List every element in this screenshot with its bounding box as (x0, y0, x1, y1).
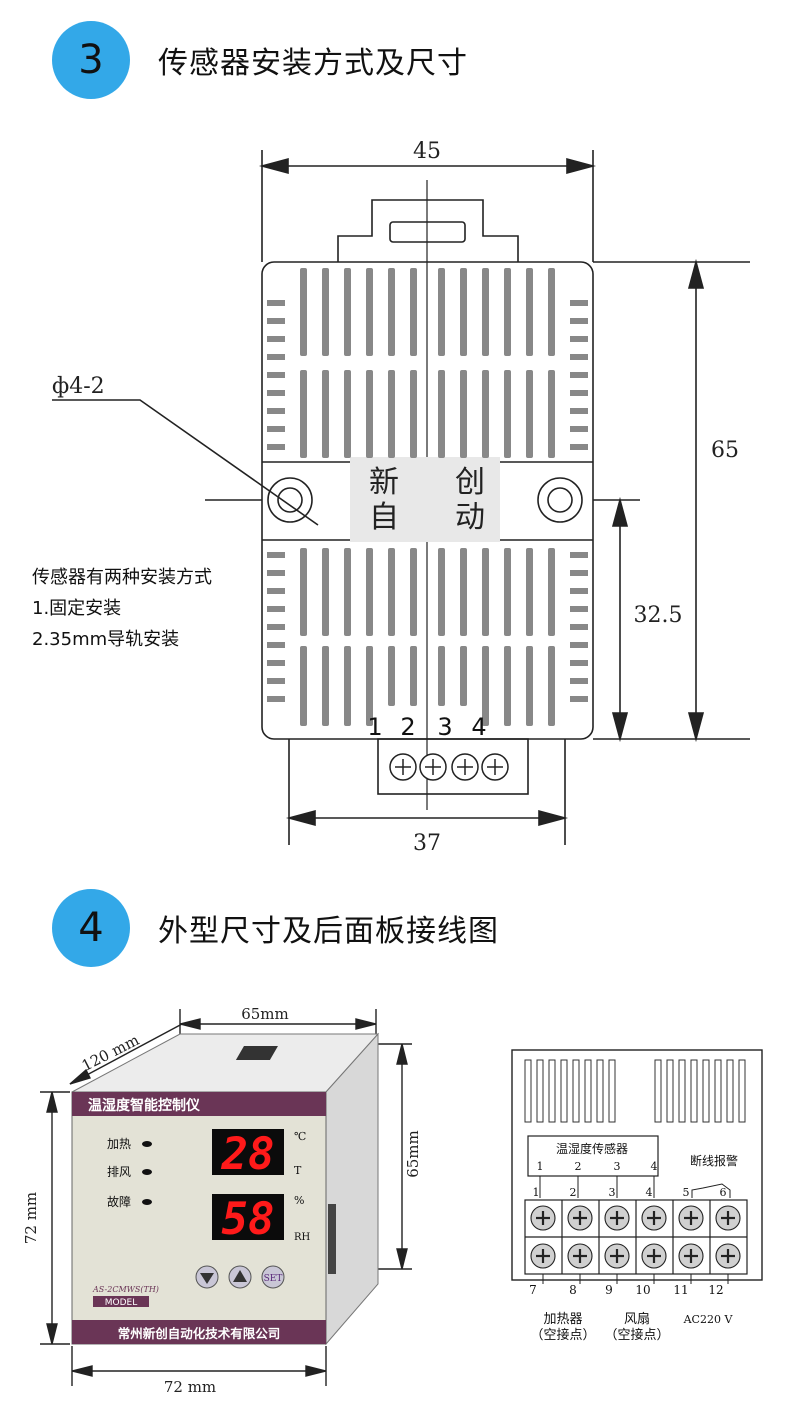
set-button-label: SET (264, 1274, 283, 1284)
note-line: 1.固定安装 (32, 598, 122, 619)
sensor-num: 2 (575, 1160, 582, 1173)
side-ribs (267, 300, 588, 702)
dim-hole: ф4-2 (52, 374, 105, 399)
sensor-num: 4 (651, 1160, 658, 1173)
rear-panel-diagram: 温湿度传感器 1 2 3 4 断线报警 1 2 3 4 5 6 (511, 1049, 763, 1343)
section-3-header: 3 传感器安装方式及尺寸 (52, 20, 468, 100)
bottom-terminal-num: 11 (673, 1283, 688, 1297)
sensor-diagram: 45 65 32.5 37 ф4-2 新 创 自 动 1 2 3 4 (52, 139, 750, 856)
led-fault-label: 故障 (107, 1194, 131, 1209)
dim-height: 65 (711, 438, 739, 463)
dim-left: 72 mm (22, 1192, 40, 1244)
sensor-num: 1 (537, 1160, 544, 1173)
heater-sub-label: （空接点） (530, 1327, 595, 1343)
sensor-box-label: 温湿度传感器 (556, 1141, 628, 1156)
vent-slots-top (300, 268, 555, 458)
model-tag (93, 1296, 149, 1307)
terminal-screws (389, 753, 509, 781)
dim-top: 65mm (241, 1005, 289, 1023)
front-panel-diagram: 温湿度智能控制仪 常州新创自动化技术有限公司 加热 排风 故障 28 58 ℃ … (22, 1005, 422, 1396)
section-number-badge: 4 (52, 889, 130, 967)
sensor-num: 3 (614, 1160, 621, 1173)
humidity-display (212, 1194, 284, 1240)
panel-header-text: 温湿度智能控制仪 (88, 1097, 201, 1114)
note-line: 2.35mm导轨安装 (32, 629, 180, 650)
led-fault-indicator (142, 1199, 152, 1205)
temp-display (212, 1129, 284, 1175)
rear-vents (524, 1059, 746, 1123)
humidity-label: RH (294, 1232, 311, 1243)
model-label: MODEL (105, 1298, 137, 1308)
set-button[interactable]: SET (261, 1265, 285, 1289)
bottom-terminal-num: 10 (635, 1283, 650, 1297)
terminal-number: 1 (367, 713, 382, 741)
top-terminal-num: 1 (533, 1186, 540, 1199)
heater-label: 加热器 (543, 1312, 582, 1327)
humidity-unit: % (294, 1194, 304, 1207)
dim-half-height: 32.5 (634, 603, 683, 628)
top-terminal-num: 5 (683, 1186, 690, 1199)
header-bar (72, 1092, 326, 1116)
terminal-number: 3 (437, 713, 452, 741)
terminal-number: 4 (471, 713, 486, 741)
section-title: 传感器安装方式及尺寸 (158, 46, 468, 81)
alarm-label: 断线报警 (690, 1153, 738, 1168)
power-label: AC220 V (683, 1313, 734, 1326)
logo-char-zi: 自 (369, 500, 399, 535)
top-terminal-num: 6 (720, 1186, 727, 1199)
logo-char-xin: 新 (369, 465, 399, 500)
section-number-badge: 3 (52, 21, 130, 99)
top-terminal-num: 2 (570, 1186, 577, 1199)
led-exhaust-label: 排风 (107, 1165, 131, 1179)
temp-label: T (294, 1164, 302, 1177)
bottom-terminal-num: 8 (569, 1283, 577, 1297)
model-code: AS-2CMWS(TH) (92, 1285, 159, 1294)
dim-width: 45 (413, 139, 441, 164)
humidity-value: 58 (222, 1194, 275, 1245)
section-4-header: 4 外型尺寸及后面板接线图 (52, 888, 499, 968)
dim-bottom-width: 37 (413, 831, 441, 856)
dim-bottom: 72 mm (164, 1378, 216, 1396)
terminal-grid (524, 1199, 748, 1275)
mounting-notes: 传感器有两种安装方式 1.固定安装 2.35mm导轨安装 (32, 562, 212, 655)
footer-bar (72, 1320, 326, 1344)
panel-footer-text: 常州新创自动化技术有限公司 (118, 1326, 281, 1341)
screw-crosses (536, 1211, 735, 1263)
vent-slots-bottom (300, 548, 555, 726)
bottom-terminal-num: 9 (605, 1283, 613, 1297)
temp-unit: ℃ (294, 1130, 306, 1143)
sensor-box (527, 1135, 659, 1177)
bottom-terminal-num: 12 (708, 1283, 723, 1297)
note-line: 传感器有两种安装方式 (32, 567, 212, 588)
led-heat-indicator (142, 1141, 152, 1147)
down-button[interactable] (195, 1265, 219, 1289)
logo-char-dong: 动 (455, 500, 485, 535)
terminal-number: 2 (400, 713, 415, 741)
logo-char-chuang: 创 (455, 465, 485, 500)
up-button[interactable] (228, 1265, 252, 1289)
led-exhaust-indicator (142, 1169, 152, 1175)
section-title: 外型尺寸及后面板接线图 (158, 914, 499, 949)
top-terminal-num: 4 (646, 1186, 653, 1199)
temp-value: 28 (221, 1129, 275, 1180)
bottom-terminal-num: 7 (529, 1283, 537, 1297)
led-heat-label: 加热 (107, 1137, 131, 1151)
top-terminal-num: 3 (609, 1186, 616, 1199)
dim-right: 65mm (404, 1130, 422, 1178)
fan-sub-label: （空接点） (604, 1327, 669, 1343)
fan-label: 风扇 (624, 1311, 650, 1327)
